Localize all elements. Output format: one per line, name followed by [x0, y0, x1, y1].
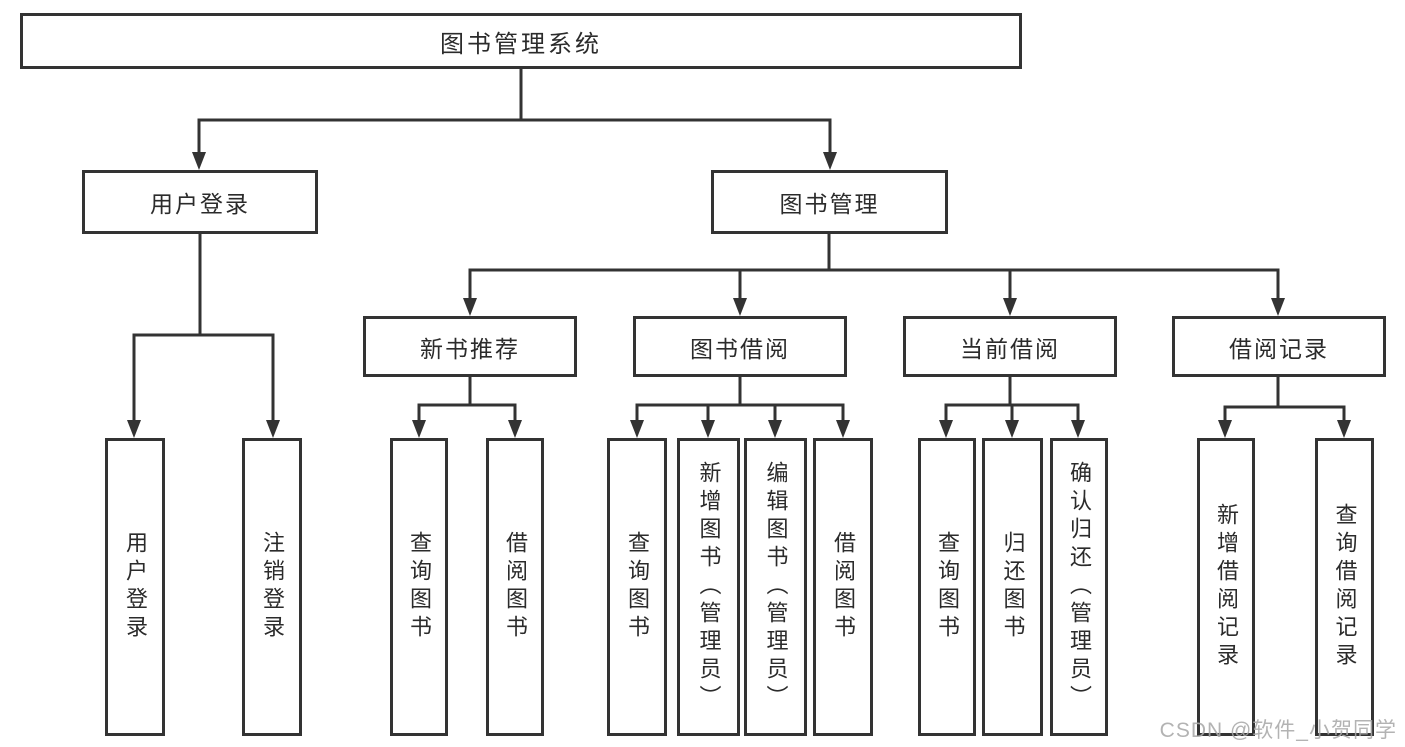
- leaf-return-books: 归还图书: [982, 438, 1043, 736]
- node-book-management: 图书管理: [711, 170, 948, 234]
- leaf-add-borrow-record: 新增借阅记录: [1197, 438, 1255, 736]
- leaf-query-borrow-record: 查询借阅记录: [1315, 438, 1374, 736]
- leaf-borrow-books-recommend: 借阅图书: [486, 438, 544, 736]
- leaf-query-books-borrow: 查询图书: [607, 438, 667, 736]
- node-borrow-record: 借阅记录: [1172, 316, 1386, 377]
- node-user-login: 用户登录: [82, 170, 318, 234]
- node-book-borrow: 图书借阅: [633, 316, 847, 377]
- leaf-user-login: 用户登录: [105, 438, 165, 736]
- leaf-query-books-recommend: 查询图书: [390, 438, 448, 736]
- leaf-logout: 注销登录: [242, 438, 302, 736]
- leaf-borrow-books: 借阅图书: [813, 438, 873, 736]
- node-new-book-recommend: 新书推荐: [363, 316, 577, 377]
- leaf-add-books-admin: 新增图书（管理员）: [677, 438, 740, 736]
- leaf-query-books-current: 查询图书: [918, 438, 976, 736]
- leaf-confirm-return-admin: 确认归还（管理员）: [1050, 438, 1108, 736]
- node-current-borrow: 当前借阅: [903, 316, 1117, 377]
- node-library-management-system: 图书管理系统: [20, 13, 1022, 69]
- leaf-edit-books-admin: 编辑图书（管理员）: [744, 438, 807, 736]
